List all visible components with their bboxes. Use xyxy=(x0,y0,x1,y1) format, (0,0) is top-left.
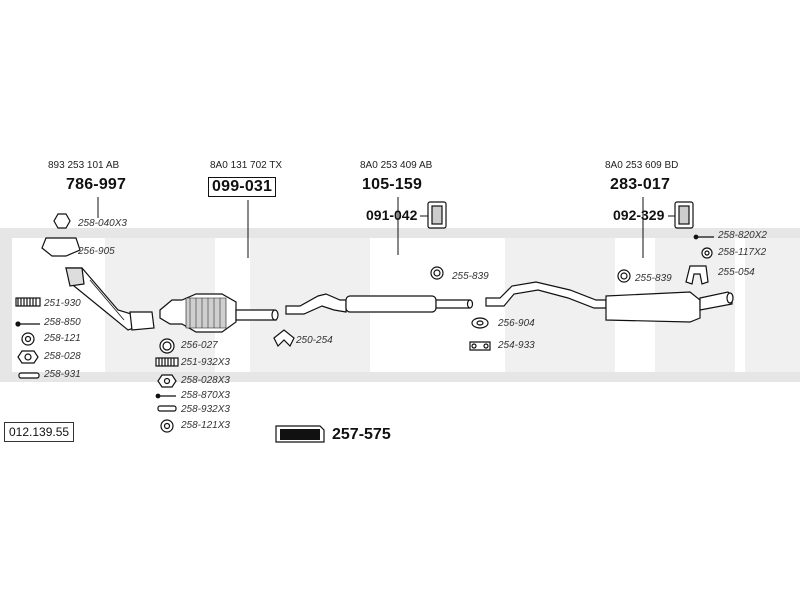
pin-icon xyxy=(18,372,40,379)
part-label[interactable]: 251-932X3 xyxy=(181,357,230,368)
front-silencer xyxy=(285,293,474,315)
spring-icon xyxy=(15,297,41,307)
pin-icon xyxy=(157,405,177,412)
part-label[interactable]: 258-850 xyxy=(44,317,81,328)
catalog-reference: 012.139.55 xyxy=(4,422,75,442)
hanger-part-number[interactable]: 091-042 xyxy=(366,207,418,223)
part-label[interactable]: 255-054 xyxy=(718,267,755,278)
leader-lines xyxy=(97,197,675,258)
part-label[interactable]: 258-028 xyxy=(44,351,81,362)
oem-number: 8A0 253 409 AB xyxy=(360,160,433,171)
part-label[interactable]: 258-117X2 xyxy=(718,247,767,258)
part-label[interactable]: 258-932X3 xyxy=(181,404,230,415)
part-label[interactable]: 258-121X3 xyxy=(181,420,230,431)
kit-part-number[interactable]: 257-575 xyxy=(332,426,391,443)
part-label[interactable]: 258-028X3 xyxy=(181,375,230,386)
rear-silencer xyxy=(485,281,734,323)
hardware-icons xyxy=(15,201,714,433)
oem-number: 893 253 101 AB xyxy=(48,160,120,171)
part-label[interactable]: 256-027 xyxy=(181,340,218,351)
part-label[interactable]: 250-254 xyxy=(296,335,333,346)
part-label[interactable]: 256-905 xyxy=(78,246,115,257)
part-label[interactable]: 251-930 xyxy=(44,298,81,309)
part-label[interactable]: 258-040X3 xyxy=(78,218,127,229)
rear-silencer-part-number[interactable]: 283-017 xyxy=(610,176,671,193)
rubber-hanger-icon xyxy=(427,201,447,229)
oem-number: 8A0 253 609 BD xyxy=(605,160,679,171)
spring-icon xyxy=(155,357,179,367)
nut-icon xyxy=(53,213,71,229)
kit-icon xyxy=(275,425,325,443)
part-label[interactable]: 255-839 xyxy=(635,273,672,284)
rubber-hanger-icon xyxy=(674,201,694,229)
front-pipe xyxy=(65,267,155,331)
gasket-icon xyxy=(41,237,81,257)
clamp-icon xyxy=(273,329,295,348)
front-silencer-part-number[interactable]: 105-159 xyxy=(362,176,423,193)
part-label[interactable]: 258-121 xyxy=(44,333,81,344)
part-label[interactable]: 258-870X3 xyxy=(181,390,230,401)
catalytic-converter xyxy=(159,293,279,333)
bracket-icon xyxy=(685,265,709,285)
part-label[interactable]: 256-904 xyxy=(498,318,535,329)
catalyst-part-number[interactable]: 099-031 xyxy=(208,177,277,197)
part-label[interactable]: 258-820X2 xyxy=(718,230,767,241)
front-pipe-part-number[interactable]: 786-997 xyxy=(66,176,127,193)
part-label[interactable]: 258-931 xyxy=(44,369,81,380)
oem-number: 8A0 131 702 TX xyxy=(210,160,283,171)
hanger-part-number[interactable]: 092-329 xyxy=(613,207,665,223)
part-label[interactable]: 255-839 xyxy=(452,271,489,282)
part-label[interactable]: 254-933 xyxy=(498,340,535,351)
